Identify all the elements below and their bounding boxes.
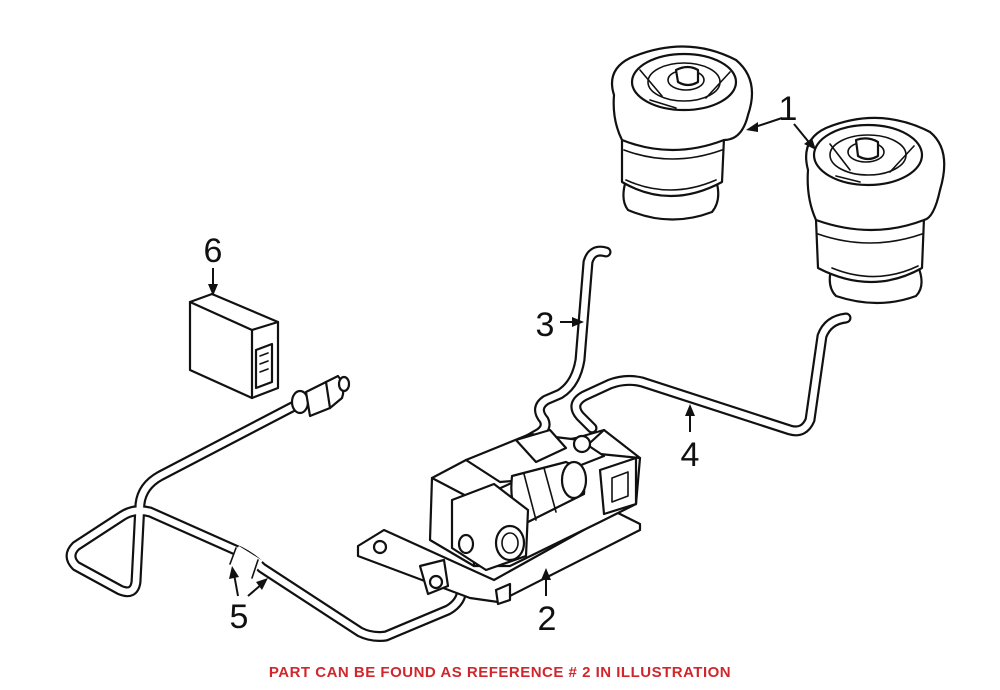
callout-arrow-6: [208, 268, 218, 296]
callout-arrow-5: [229, 566, 268, 597]
callout-1: 1: [779, 90, 798, 128]
air-spring-right[interactable]: [805, 116, 946, 305]
callout-arrow-3: [560, 317, 584, 327]
air-line-4[interactable]: [570, 312, 852, 437]
callout-arrow-1: [746, 117, 816, 150]
compressor-assembly[interactable]: [356, 428, 642, 606]
air-spring-left[interactable]: [610, 45, 754, 221]
callout-3: 3: [536, 306, 555, 344]
callout-2: 2: [538, 600, 557, 638]
callout-6: 6: [204, 232, 223, 270]
callout-arrow-2: [541, 568, 551, 596]
air-line-3[interactable]: [518, 245, 612, 448]
reference-note: PART CAN BE FOUND AS REFERENCE # 2 IN IL…: [268, 664, 732, 681]
air-line-5[interactable]: [65, 398, 468, 642]
callout-arrow-4: [685, 404, 695, 432]
line-fitting: [290, 374, 351, 418]
callout-4: 4: [681, 436, 700, 474]
control-module[interactable]: [188, 292, 280, 400]
callout-5: 5: [230, 598, 249, 636]
